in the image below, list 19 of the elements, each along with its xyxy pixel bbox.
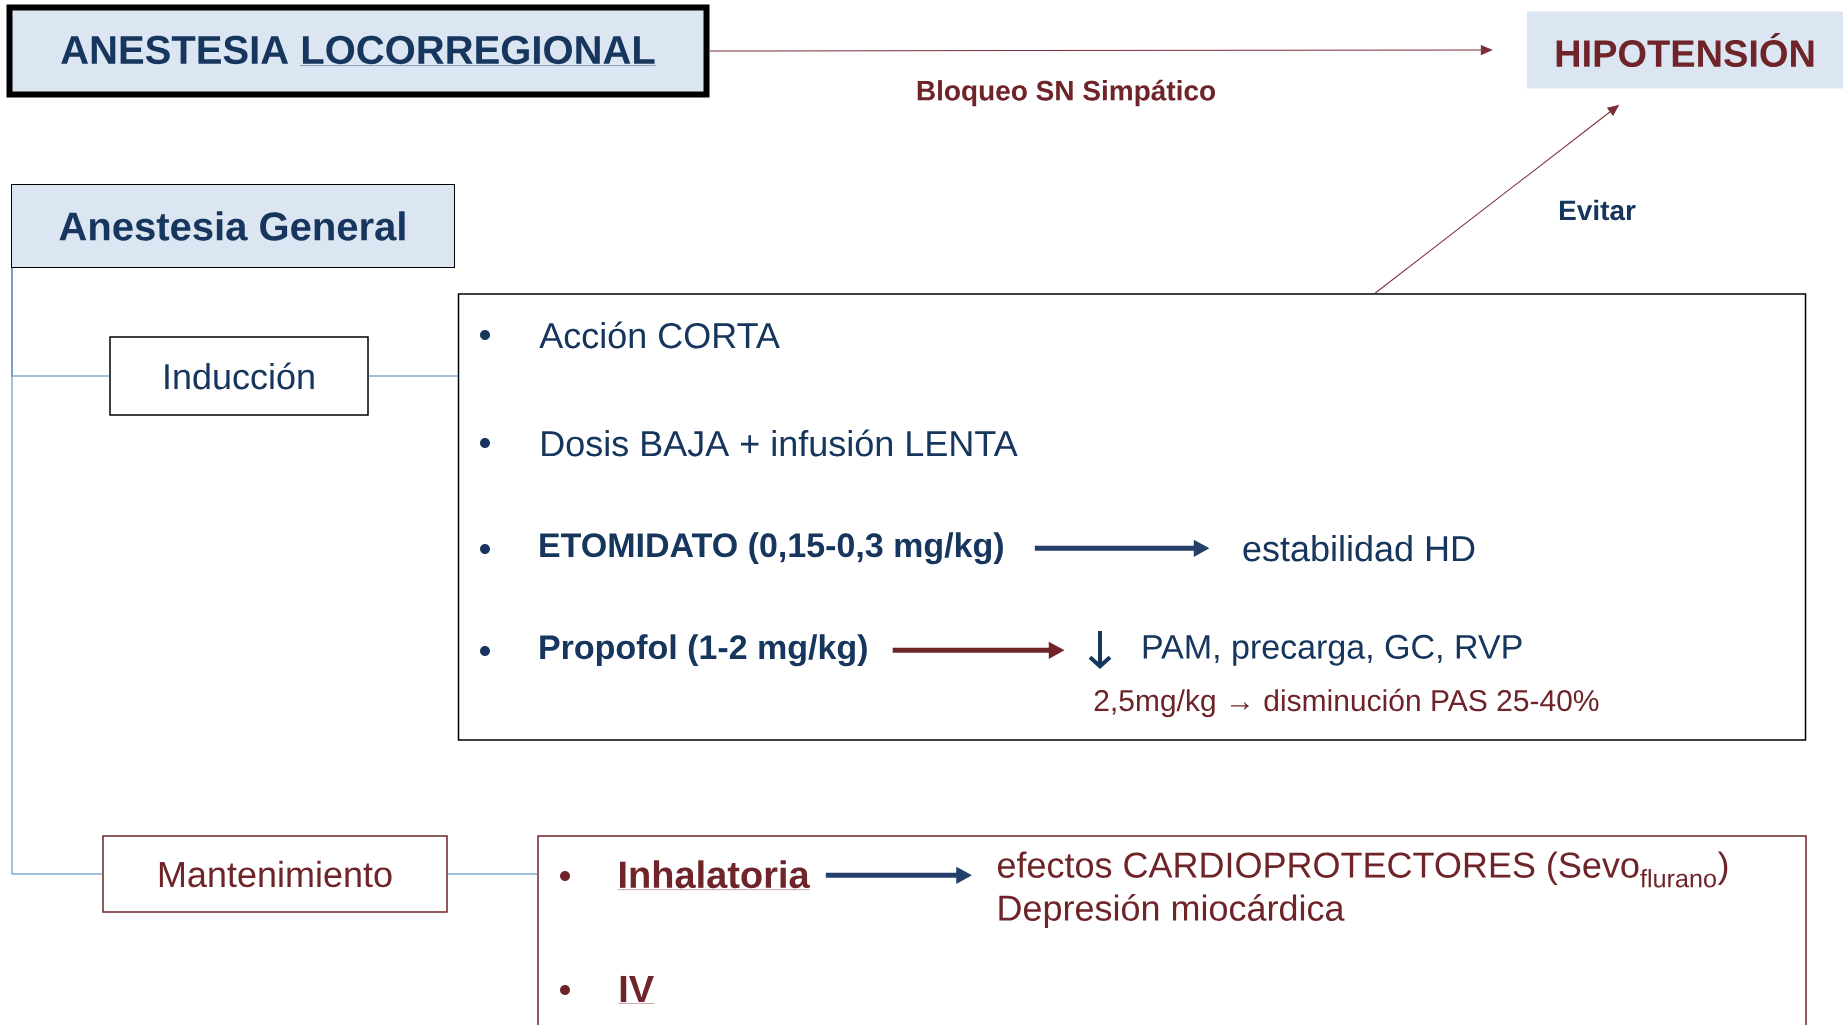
drug-label: Propofol (1-2 mg/kg) xyxy=(540,634,867,667)
effect-label: efectos CARDIOPROTECTORES (Sevo$_{flurano}$) Depresión miocárdica xyxy=(998,851,1728,928)
connector-line xyxy=(11,267,103,875)
edge-label: Evitar xyxy=(1556,197,1638,223)
arrow xyxy=(709,45,1492,55)
process-box: Mantenimiento xyxy=(102,835,448,913)
heading-box: HIPOTENSIÓN xyxy=(1527,11,1843,89)
arrow xyxy=(1374,104,1619,294)
title-box: ANESTESIA LOCORREGIONAL xyxy=(6,4,710,98)
connector-line xyxy=(447,873,538,875)
effect-label: PAM, precarga, GC, RVP xyxy=(1143,634,1522,666)
effect-label: estabilidad HD xyxy=(1243,535,1475,562)
drug-label: ETOMIDATO (0,15-0,3 mg/kg) xyxy=(540,532,1003,565)
note-text: 2,5mg/kg → disminución PAS 25-40% xyxy=(1094,688,1599,718)
process-box: Inducción xyxy=(109,336,369,416)
edge-label: Bloqueo SN Simpático xyxy=(913,77,1219,109)
method-label: Inhalatoria xyxy=(617,860,810,890)
heading-box: Anestesia General xyxy=(11,184,455,268)
connector-line xyxy=(368,375,459,377)
